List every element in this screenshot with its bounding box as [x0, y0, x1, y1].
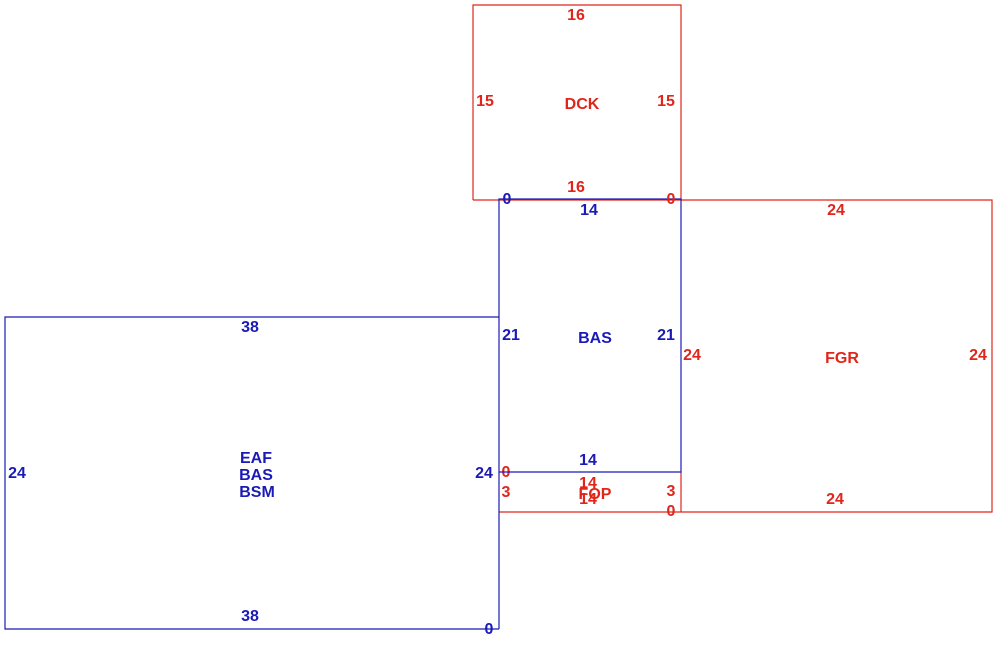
room-eaf-label-line-2: BAS [239, 467, 273, 484]
room-bas-label: BAS [578, 330, 612, 347]
room-fgr-label: FGR [825, 350, 859, 367]
room-fop-bottom-dimension: 14 [579, 491, 597, 508]
room-dck-top-dimension: 16 [567, 7, 585, 24]
room-fgr-top-dimension: 24 [827, 202, 845, 219]
room-fop-right-dimension: 3 [667, 483, 676, 500]
room-dck-left-dimension: 15 [476, 93, 494, 110]
room-dck: 16 15 15 DCK 16 [472, 4, 682, 200]
room-bas-outline [498, 198, 682, 629]
room-eaf-label-line-3: BSM [239, 484, 275, 501]
room-bas-right-dimension: 21 [657, 327, 675, 344]
room-fop-label: FOP [579, 486, 612, 503]
room-bas-top-dimension: 14 [580, 202, 598, 219]
room-bas-corner-top-right: 0 [667, 191, 676, 208]
room-eaf-right-dimension: 24 [475, 465, 493, 482]
room-eaf-outline [4, 316, 499, 630]
room-eaf-top-dimension: 38 [241, 319, 259, 336]
room-fop-top-dimension: 14 [579, 475, 597, 492]
room-eaf-label-line-1: EAF [240, 450, 272, 467]
room-fgr-bottom-dimension: 24 [826, 491, 844, 508]
room-fop-corner-bottom-right: 0 [667, 503, 676, 520]
room-fgr-right-dimension: 24 [969, 347, 987, 364]
room-fgr-left-dimension: 24 [683, 347, 701, 364]
room-bas: 0 14 0 21 BAS 21 14 [498, 191, 682, 629]
room-fop-left-dimension: 3 [502, 484, 511, 501]
room-eaf-bottom-dimension: 38 [241, 608, 259, 625]
room-eaf-left-dimension: 24 [8, 465, 26, 482]
room-dck-right-dimension: 15 [657, 93, 675, 110]
room-dck-label: DCK [565, 96, 600, 113]
room-fgr: 24 24 FGR 24 24 [473, 199, 993, 513]
room-bas-corner-top-left: 0 [503, 191, 512, 208]
room-bas-bottom-dimension: 14 [579, 452, 597, 469]
room-eaf-corner-bottom-right: 0 [485, 621, 494, 638]
room-dck-bottom-dimension: 16 [567, 179, 585, 196]
room-eaf: 38 24 EAF BAS BSM 24 38 0 [4, 316, 499, 638]
room-fgr-outline [473, 199, 993, 513]
room-bas-left-dimension: 21 [502, 327, 520, 344]
room-dck-outline [472, 4, 682, 200]
